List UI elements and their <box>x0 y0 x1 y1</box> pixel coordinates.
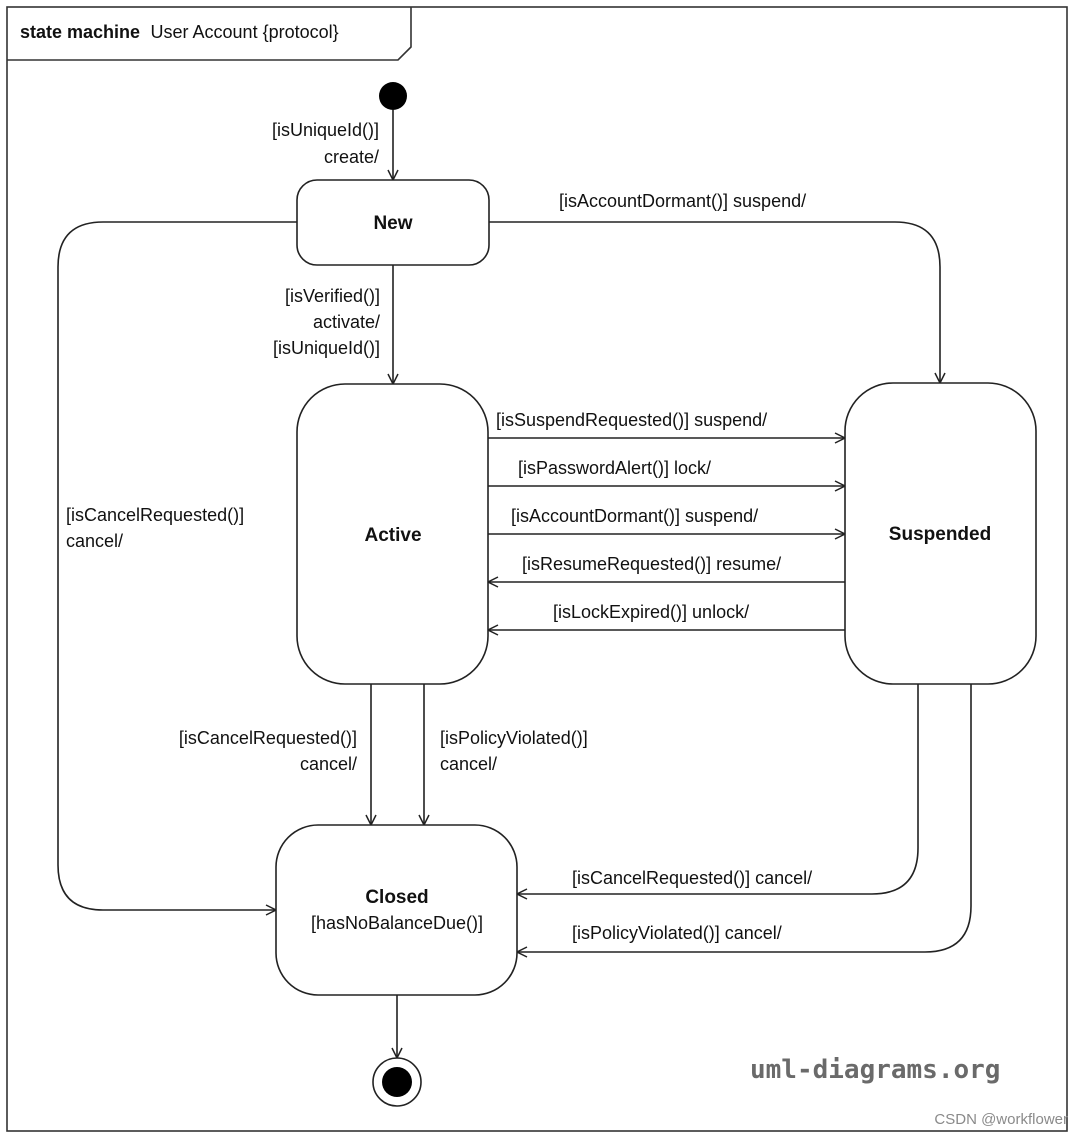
label-suspended-active-2: [isLockExpired()] unlock/ <box>553 602 749 622</box>
final-state <box>372 1057 422 1107</box>
label-active-suspended-1: [isSuspendRequested()] suspend/ <box>496 410 767 430</box>
label-active-suspended-2: [isPasswordAlert()] lock/ <box>518 458 711 478</box>
state-active-label: Active <box>364 525 421 546</box>
edge-new-closed <box>57 221 297 910</box>
label-suspended-closed-2: [isPolicyViolated()] cancel/ <box>572 923 782 943</box>
initial-pseudostate <box>379 82 407 110</box>
state-new: New <box>296 179 490 266</box>
label-active-suspended-3: [isAccountDormant()] suspend/ <box>511 506 758 526</box>
state-active: Active <box>296 383 489 685</box>
label-suspended-active-1: [isResumeRequested()] resume/ <box>522 554 781 574</box>
label-active-closed-2-action: cancel/ <box>440 754 497 774</box>
state-suspended: Suspended <box>844 382 1037 685</box>
diagram-frame <box>6 6 1068 1132</box>
state-closed: Closed [hasNoBalanceDue()] <box>275 824 518 996</box>
edge-suspended-closed-2 <box>517 684 972 952</box>
edge-suspended-closed-1 <box>517 684 919 894</box>
label-new-closed-action: cancel/ <box>66 531 123 551</box>
state-suspended-label: Suspended <box>889 524 991 545</box>
state-new-label: New <box>373 213 412 234</box>
label-initial-new-guard: [isUniqueId()] <box>272 120 379 140</box>
label-new-active-guard: [isVerified()] <box>285 286 380 306</box>
edge-new-suspended <box>489 221 940 383</box>
watermark-text: uml-diagrams.org <box>750 1055 1000 1085</box>
label-suspended-closed-1: [isCancelRequested()] cancel/ <box>572 868 812 888</box>
label-initial-new-action: create/ <box>324 147 379 167</box>
state-closed-invariant: [hasNoBalanceDue()] <box>311 913 483 933</box>
label-new-closed-guard: [isCancelRequested()] <box>66 505 244 525</box>
label-active-closed-1-action: cancel/ <box>300 754 357 774</box>
frame-title: state machine User Account {protocol} <box>20 22 339 42</box>
label-new-active-guard2: [isUniqueId()] <box>273 338 380 358</box>
label-active-closed-2-guard: [isPolicyViolated()] <box>440 728 588 748</box>
state-closed-label: Closed <box>365 887 428 908</box>
label-active-closed-1-guard: [isCancelRequested()] <box>179 728 357 748</box>
frame-name-tab <box>7 7 412 61</box>
label-new-suspended: [isAccountDormant()] suspend/ <box>559 191 806 211</box>
credit-text: CSDN @workflower <box>934 1111 1068 1128</box>
label-new-active-action: activate/ <box>313 312 380 332</box>
